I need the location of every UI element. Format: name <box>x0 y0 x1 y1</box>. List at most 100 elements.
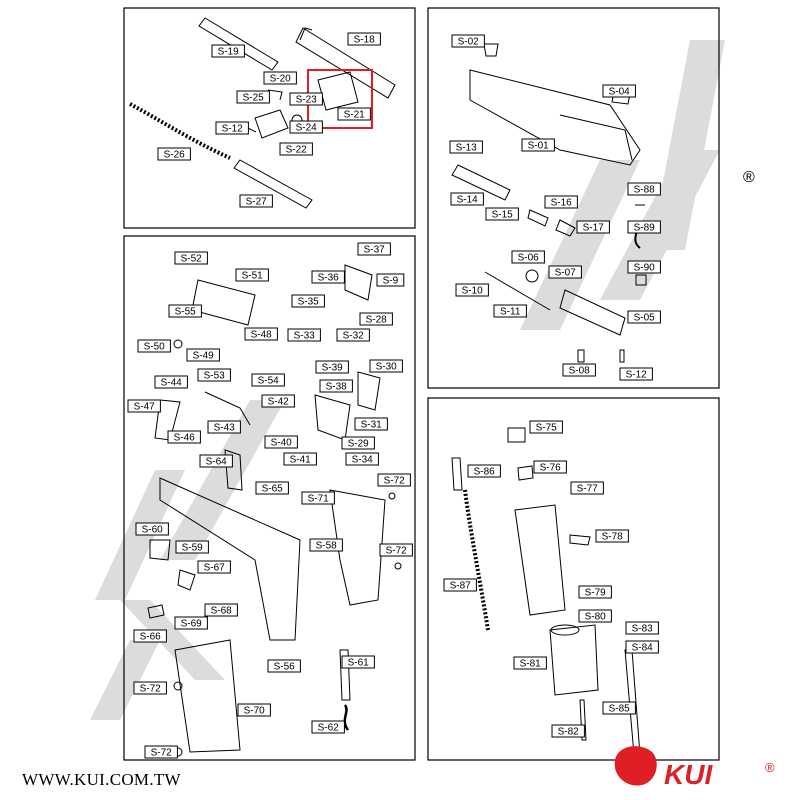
part-label-text: S-61 <box>348 658 370 669</box>
part-label-box <box>135 522 169 536</box>
part-label-s-68: S-68 <box>204 603 238 617</box>
part-label-text: S-67 <box>204 563 226 574</box>
part-label-s-31: S-31 <box>354 417 388 431</box>
part-label-text: S-17 <box>583 223 605 234</box>
part-label-text: S-50 <box>144 342 166 353</box>
part-label-text: S-56 <box>274 662 296 673</box>
part-label-text: S-47 <box>134 402 156 413</box>
part-label-text: S-04 <box>609 87 631 98</box>
part-label-s-36: S-36 <box>311 270 345 284</box>
part-label-s-28: S-28 <box>359 312 393 326</box>
part-label-box <box>309 538 343 552</box>
part-label-text: S-39 <box>322 363 344 374</box>
part-label-box <box>602 701 636 715</box>
part-label-text: S-9 <box>383 276 399 287</box>
part-label-s-40: S-40 <box>264 435 298 449</box>
panel-frame <box>123 235 416 761</box>
part-label-text: S-84 <box>632 643 654 654</box>
part-label-box <box>157 147 191 161</box>
part-label-box <box>291 294 325 308</box>
part-label-s-35: S-35 <box>291 294 325 308</box>
part-label-s-34: S-34 <box>345 452 379 466</box>
part-label-box <box>578 609 612 623</box>
part-label-s-44: S-44 <box>154 375 188 389</box>
part-label-box <box>236 90 270 104</box>
part-label-s-18: S-18 <box>347 32 381 46</box>
website-url[interactable]: WWW.KUI.COM.TW <box>22 770 181 789</box>
part-label-box <box>174 251 208 265</box>
part-label-text: S-72 <box>151 748 173 759</box>
part-label-s-52: S-52 <box>174 251 208 265</box>
part-label-text: S-27 <box>246 197 268 208</box>
part-label-text: S-29 <box>348 439 370 450</box>
part-label-text: S-20 <box>270 74 292 85</box>
part-label-box <box>467 464 501 478</box>
part-label-s-65: S-65 <box>255 481 289 495</box>
part-label-s-05: S-05 <box>627 310 661 324</box>
part-label-text: S-42 <box>268 397 290 408</box>
part-label-text: S-15 <box>492 210 514 221</box>
part-label-box <box>279 142 313 156</box>
part-label-text: S-19 <box>218 47 240 58</box>
part-label-box <box>627 182 661 196</box>
part-label-text: S-02 <box>458 37 480 48</box>
part-label-box <box>511 250 545 264</box>
part-label-s-51: S-51 <box>235 268 269 282</box>
kui-logo: KUI ® <box>614 746 775 790</box>
part-label-s-86: S-86 <box>467 464 501 478</box>
part-label-s-72: S-72 <box>144 745 178 759</box>
part-label-box <box>377 473 411 487</box>
part-label-box <box>485 207 519 221</box>
part-label-box <box>168 304 202 318</box>
part-label-box <box>336 328 370 342</box>
part-label-text: S-08 <box>569 366 591 377</box>
part-label-text: S-11 <box>500 307 521 318</box>
part-label-s-24: S-24 <box>289 120 323 134</box>
part-label-text: S-07 <box>555 268 577 279</box>
part-label-box <box>513 656 547 670</box>
part-label-s-10: S-10 <box>455 283 489 297</box>
part-label-s-08: S-08 <box>562 363 596 377</box>
part-label-text: S-65 <box>262 484 284 495</box>
part-label-text: S-71 <box>308 494 330 505</box>
part-label-box <box>619 367 653 381</box>
part-label-box <box>311 270 345 284</box>
part-label-box <box>376 273 405 287</box>
part-label-s-12: S-12 <box>215 121 249 135</box>
part-label-text: S-58 <box>316 541 338 552</box>
part-label-s-04: S-04 <box>602 84 636 98</box>
part-label-text: S-87 <box>450 581 472 592</box>
part-label-box <box>562 363 596 377</box>
part-label-box <box>244 327 278 341</box>
part-label-s-87: S-87 <box>443 578 477 592</box>
part-label-box <box>239 194 273 208</box>
part-label-text: S-28 <box>366 315 388 326</box>
part-label-s-07: S-07 <box>548 265 582 279</box>
part-label-text: S-60 <box>142 525 164 536</box>
lion-head-icon <box>614 746 657 786</box>
part-label-s-19: S-19 <box>211 44 245 58</box>
part-label-text: S-21 <box>344 110 366 121</box>
part-label-text: S-26 <box>164 150 186 161</box>
part-label-box <box>199 454 233 468</box>
part-label-box <box>627 220 661 234</box>
part-label-text: S-76 <box>540 463 562 474</box>
part-label-s-25: S-25 <box>236 90 270 104</box>
part-label-s-76: S-76 <box>533 460 567 474</box>
part-label-box <box>283 452 317 466</box>
part-label-s-01: S-01 <box>521 138 555 152</box>
logo-registered-mark: ® <box>765 760 775 775</box>
part-label-text: S-43 <box>214 423 236 434</box>
part-label-text: S-22 <box>286 145 308 156</box>
part-label-box <box>251 373 285 387</box>
part-label-box <box>311 720 345 734</box>
part-label-s-15: S-15 <box>485 207 519 221</box>
part-label-box <box>337 107 371 121</box>
part-label-text: S-66 <box>140 632 162 643</box>
part-label-s-9: S-9 <box>376 273 405 287</box>
part-label-box <box>133 681 167 695</box>
part-label-s-27: S-27 <box>239 194 273 208</box>
part-label-s-81: S-81 <box>513 656 547 670</box>
part-label-box <box>578 585 612 599</box>
